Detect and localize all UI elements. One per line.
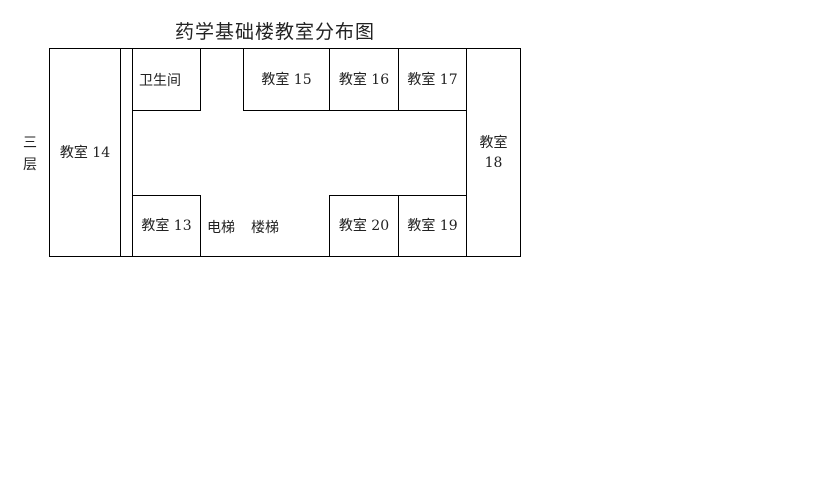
room-17-label: 教室 17 (407, 71, 458, 88)
room-13-label: 教室 13 (141, 218, 192, 234)
restroom-label: 卫生间 (139, 73, 181, 89)
stairs-label: 楼梯 (251, 220, 279, 236)
room-18: 教室 18 (466, 48, 521, 257)
room-20-label: 教室 20 (338, 218, 390, 234)
room-16-label: 教室 16 (338, 71, 390, 88)
room-13: 教室 13 (132, 195, 201, 257)
room-20: 教室 20 (329, 195, 399, 257)
restroom: 卫生间 (132, 48, 201, 111)
wall (132, 48, 133, 257)
room-18-number: 18 (484, 154, 503, 171)
room-14-label: 教室 14 (59, 144, 111, 161)
floor-label: 三层 (23, 135, 37, 173)
room-15-label: 教室 15 (261, 71, 312, 88)
room-14: 教室 14 (49, 48, 121, 257)
elevator-label: 电梯 (207, 220, 235, 236)
room-16: 教室 16 (329, 48, 399, 111)
page-title: 药学基础楼教室分布图 (175, 21, 376, 43)
room-17: 教室 17 (398, 48, 467, 111)
room-15: 教室 15 (243, 48, 330, 111)
room-18-label: 教室 (479, 134, 508, 151)
room-19: 教室 19 (398, 195, 467, 257)
room-19-label: 教室 19 (407, 218, 458, 234)
